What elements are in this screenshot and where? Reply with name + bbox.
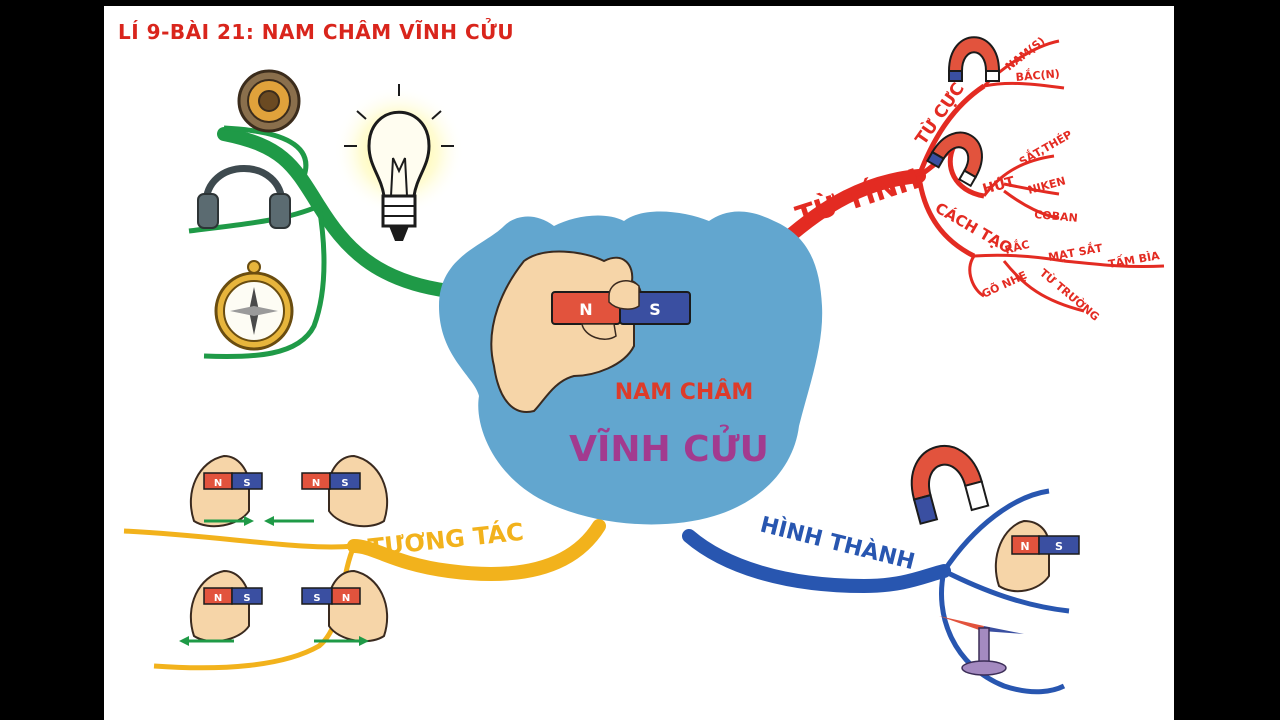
horseshoe-magnet-icon: [910, 444, 990, 525]
magnet-n-label: N: [312, 478, 320, 489]
branch-label-hut: HÚT: [980, 172, 1017, 198]
magnet-s-label: S: [341, 478, 348, 489]
label-go-nhe: GÕ NHẸ: [980, 269, 1029, 301]
label-bac-n: BẮC(N): [1015, 65, 1060, 84]
center-magnet-s: S: [649, 300, 661, 319]
headphones-icon: [197, 165, 291, 229]
compass-needle-icon: [939, 616, 1024, 676]
compass-icon: [214, 260, 294, 351]
magnet-s-label: S: [243, 593, 250, 604]
label-mat-sat: MẠT SẮT: [1047, 240, 1104, 264]
label-nam-s: NAM(S): [1003, 34, 1048, 73]
horseshoe-magnet-icon: [947, 36, 1001, 82]
hand-magnet-icon: N S: [994, 519, 1080, 593]
mindmap-diagram: TỪ TÍNH TỪ CỰC NAM(S) BẮC(N) HÚT SẮT,THÉ…: [123, 34, 1165, 695]
center-title-line2: VĨNH CỬU: [569, 424, 769, 470]
magnet-n-label: N: [1020, 540, 1029, 553]
branch-label-tuong-tac: TƯƠNG TÁC: [367, 517, 525, 562]
blue-branch: [682, 488, 1070, 695]
magnet-n-label: N: [214, 478, 222, 489]
magnet-pair-attract: N S N S: [189, 454, 389, 528]
label-coban: COBAN: [1034, 208, 1078, 225]
center-title-line1: NAM CHÂM: [615, 379, 753, 405]
magnet-pair-repel: N S S N: [179, 569, 389, 646]
label-sat-thep: SẮT,THÉP: [1016, 126, 1074, 168]
magnet-s-label: S: [243, 478, 250, 489]
magnet-n-label: N: [342, 593, 350, 604]
label-tu-truong: TỪ TRƯỜNG: [1037, 266, 1102, 323]
magnet-s-label: S: [1055, 540, 1063, 553]
horseshoe-magnet-icon: [925, 131, 983, 188]
green-branch: [188, 125, 456, 360]
branch-label-tu-tinh: TỪ TÍNH: [791, 161, 924, 233]
branch-label-cach-tao: CÁCH TẠO: [932, 198, 1016, 257]
lightbulb-icon: [334, 84, 464, 241]
speaker-icon: [237, 69, 301, 133]
magnet-s-label: S: [313, 593, 320, 604]
page-title: LÍ 9-BÀI 21: NAM CHÂM VĨNH CỬU: [118, 20, 515, 44]
center-magnet-n: N: [579, 300, 592, 319]
magnet-n-label: N: [214, 593, 222, 604]
branch-label-hinh-thanh: HÌNH THÀNH: [758, 512, 918, 576]
center-node: N S NAM CHÂM VĨNH CỬU: [439, 211, 823, 525]
mindmap-canvas: LÍ 9-BÀI 21: NAM CHÂM VĨNH CỬU: [104, 6, 1174, 720]
